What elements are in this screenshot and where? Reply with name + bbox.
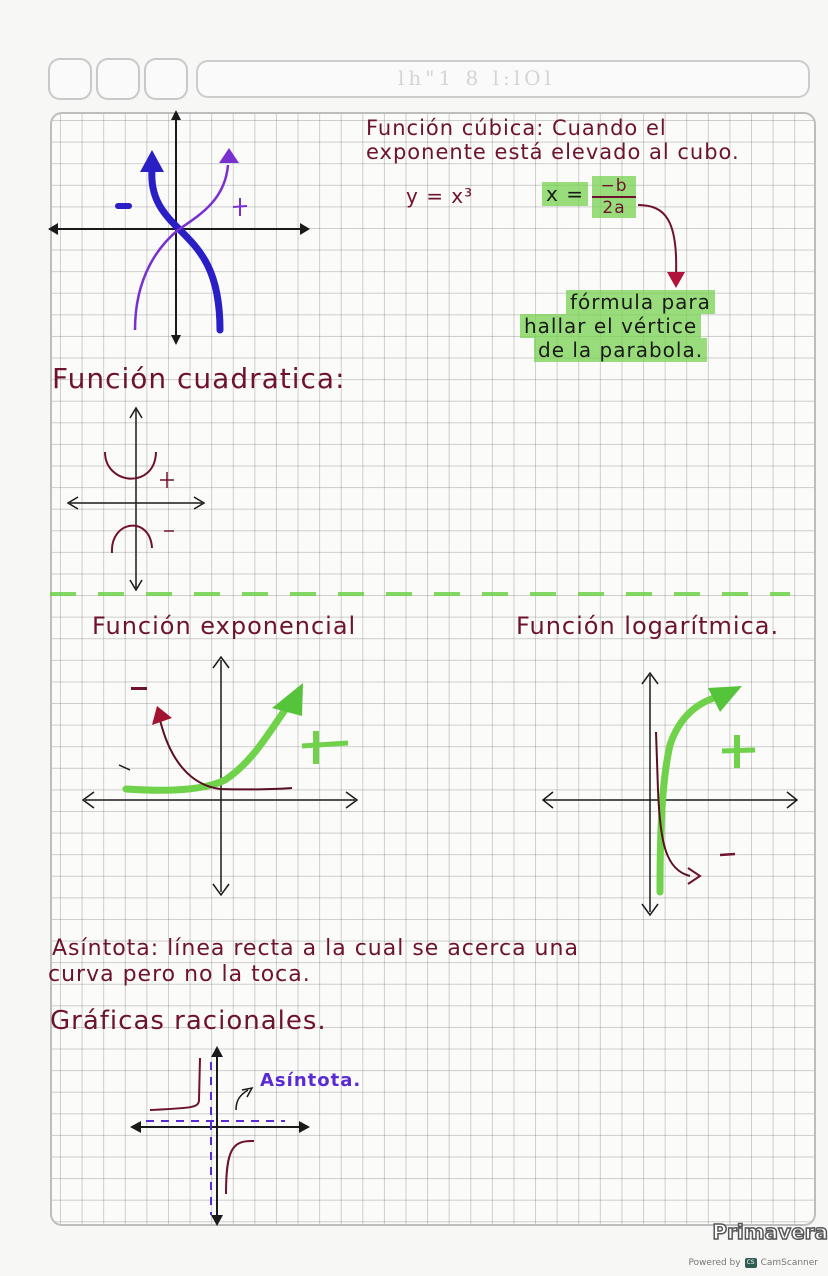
exponential-graph (81, 655, 359, 897)
vertex-formula-denominator: 2a (592, 198, 636, 218)
cubica-title: Función cúbica: Cuando el (366, 116, 667, 140)
logaritmica-title: Función logarítmica. (516, 612, 780, 640)
cubic-equation: y = x³ (406, 184, 474, 208)
camscanner-logo-icon: CS (744, 1258, 757, 1268)
vertex-note-line3: de la parabola. (534, 338, 708, 362)
asymptote-label: Asíntota. (260, 1070, 362, 1091)
vertex-arrow (637, 204, 685, 288)
racionales-title: Gráficas racionales. (50, 1006, 327, 1036)
powered-by-camscanner: Powered by CS CamScanner (688, 1258, 818, 1268)
asintota-definition-line1: Asíntota: línea recta a la cual se acerc… (52, 936, 579, 961)
vertex-formula-lhs: x = (542, 182, 588, 206)
notebook-page (50, 112, 816, 1226)
vertex-note-line2: hallar el vértice (520, 314, 702, 338)
vertex-formula-numerator: −b (592, 176, 636, 198)
cuadratica-title: Función cuadratica: (52, 362, 346, 395)
vertex-formula: x = (542, 182, 588, 206)
camscanner-text: CamScanner (760, 1258, 818, 1268)
header-bubble (96, 58, 140, 100)
page-title-bar: lh"1 8 l:lOl (196, 60, 810, 98)
header-bubble (48, 58, 92, 100)
header-bubble (144, 58, 188, 100)
cubic-graph (48, 110, 310, 345)
powered-by-text: Powered by (688, 1258, 741, 1268)
quadratic-graph (66, 406, 206, 592)
exponencial-title: Función exponencial (92, 612, 357, 640)
asintota-definition-line2: curva pero no la toca. (48, 962, 311, 987)
cubica-title-line2: exponente está elevado al cubo. (366, 140, 740, 164)
vertex-note-line1: fórmula para (566, 290, 715, 314)
brand-watermark: Primavera (712, 1219, 828, 1245)
logarithmic-graph (541, 671, 799, 917)
minus-sign (115, 203, 132, 209)
faint-title-text: lh"1 8 l:lOl (398, 66, 555, 90)
rational-graph (130, 1046, 310, 1226)
